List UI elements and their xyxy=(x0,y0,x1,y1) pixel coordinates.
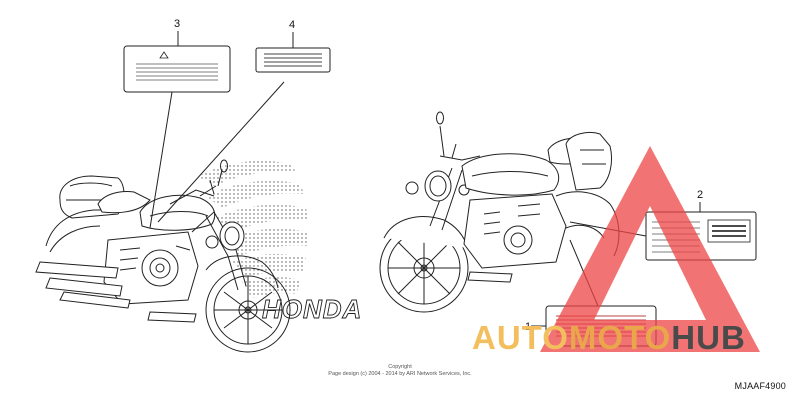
copyright-notice: Copyright Page design (c) 2004 - 2014 by… xyxy=(328,364,472,377)
left-motorcycle-illustration xyxy=(35,159,291,353)
diagram-code: MJAAF4900 xyxy=(734,381,786,391)
honda-logo-text: HONDA xyxy=(262,294,362,324)
right-motorcycle-illustration xyxy=(379,111,620,313)
leader-line-3 xyxy=(149,31,179,229)
watermark-automotohub-text: AUTOMOTOHUB xyxy=(472,319,746,356)
callout-4: 4 xyxy=(289,19,295,31)
leader-line-4 xyxy=(157,32,294,223)
callout-3: 3 xyxy=(174,18,180,30)
label-4 xyxy=(255,47,331,73)
callout-1: 1 xyxy=(525,321,531,333)
callout-2: 2 xyxy=(697,189,703,201)
watermark-triangle-logo xyxy=(540,146,760,352)
label-3-warning xyxy=(123,45,231,93)
